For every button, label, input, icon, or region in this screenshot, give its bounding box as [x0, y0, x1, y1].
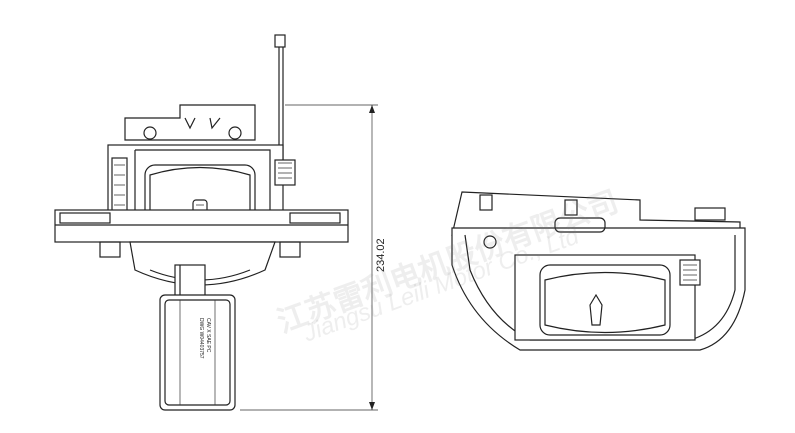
side-view-drawing	[451, 191, 746, 351]
part-label-line-2: CAV X SAE PC	[205, 318, 211, 353]
height-dimension: 234.02	[240, 104, 387, 411]
part-label-line-1: DWG W04403757	[198, 318, 204, 359]
front-view-drawing: DWG W04403757 CAV X SAE PC	[54, 34, 349, 411]
dimension-label: 234.02	[375, 238, 387, 272]
